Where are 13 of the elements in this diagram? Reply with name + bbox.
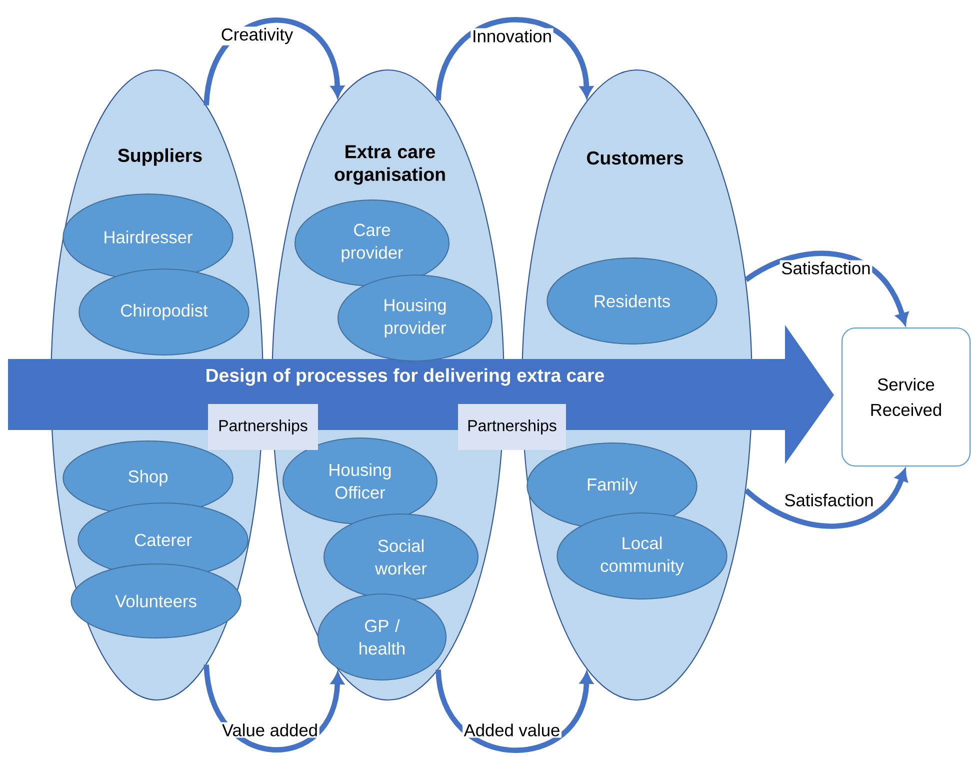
curved-arrow [204, 18, 344, 106]
curved-arrow [436, 669, 593, 753]
service-box: Service Received [841, 327, 971, 467]
edge-label: Innovation [470, 28, 554, 44]
edge-label: Satisfaction [780, 260, 872, 276]
curved-arrow [436, 17, 593, 101]
curved-arrow [744, 250, 908, 325]
edge-label: Added value [462, 722, 562, 738]
curved-arrow [744, 469, 908, 529]
edge-label: Satisfaction [782, 492, 876, 508]
edge-label: Creativity [220, 26, 294, 46]
curved-arrow [204, 664, 344, 752]
edge-label: Value added [220, 722, 320, 738]
